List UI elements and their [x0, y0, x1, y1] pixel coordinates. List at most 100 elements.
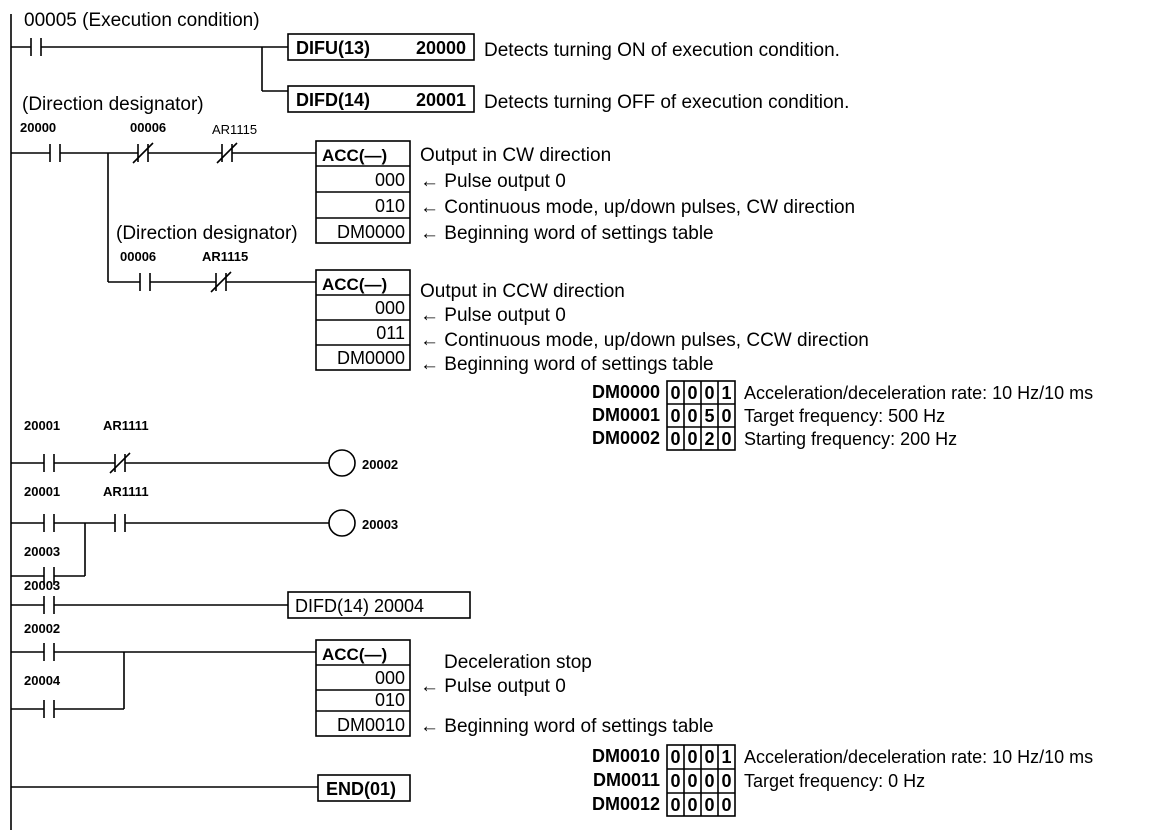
table-digit: 0	[704, 747, 714, 767]
difu-box	[287, 33, 475, 61]
contact-label: AR1115	[202, 249, 248, 264]
contact-label: 00006	[130, 120, 166, 135]
coil-20003	[328, 509, 356, 537]
settings-table-2: DM0010 DM0011 DM0012 0 0 0 1 0 0 0 0 0 0…	[592, 744, 1093, 817]
direction-designator-label: (Direction designator)	[116, 223, 298, 244]
contact-no-20004	[43, 700, 55, 718]
table-digit: 0	[687, 429, 697, 449]
table-digit: 0	[687, 383, 697, 403]
table-row-addr: DM0000	[592, 382, 660, 402]
table-digit: 2	[704, 429, 714, 449]
table-row-addr: DM0010	[592, 746, 660, 766]
acc-label: ACC(—)	[322, 146, 387, 165]
contact-label: AR1111	[103, 484, 149, 499]
table-digit: 1	[721, 383, 731, 403]
acc-block-ccw	[315, 269, 411, 371]
table-digit: 0	[687, 747, 697, 767]
table-digit: 0	[704, 771, 714, 791]
table-digit: 0	[704, 383, 714, 403]
difd-label: DIFD(14)	[296, 90, 370, 110]
contact-label: 20003	[24, 544, 60, 559]
acc-block-decel	[315, 639, 411, 737]
table-digit: 0	[687, 406, 697, 426]
coil-label: 20002	[362, 457, 398, 472]
acc-operand: 000	[375, 668, 405, 688]
end-label: END(01)	[326, 779, 396, 799]
acc-label: ACC(—)	[322, 645, 387, 664]
acc-operand: DM0000	[337, 348, 405, 368]
acc-operand: 010	[375, 690, 405, 710]
acc-note: ← Beginning word of settings table	[420, 354, 714, 375]
table-digit: 0	[670, 771, 680, 791]
table-digit: 0	[721, 429, 731, 449]
contact-label: 20002	[24, 621, 60, 636]
contact-label: 20001	[24, 484, 60, 499]
table-digit: 0	[670, 383, 680, 403]
table-digit: 0	[687, 771, 697, 791]
contact-no-20000	[49, 144, 61, 162]
acc-operand: 010	[375, 196, 405, 216]
difd-box	[287, 85, 475, 113]
contact-label: 20001	[24, 418, 60, 433]
acc-title: Output in CW direction	[420, 145, 611, 166]
table-digit: 0	[687, 795, 697, 815]
acc-note: ← Pulse output 0	[420, 171, 566, 192]
table-row-desc: Acceleration/deceleration rate: 10 Hz/10…	[744, 383, 1093, 403]
contact-no-ar1111	[114, 514, 126, 532]
contact-label: 20003	[24, 578, 60, 593]
table-row-desc: Starting frequency: 200 Hz	[744, 429, 957, 449]
contact-label: AR1111	[103, 418, 149, 433]
settings-table-1: DM0000 DM0001 DM0002 0 0 0 1 0 0 5 0 0 0…	[592, 380, 1093, 451]
contact-no-20002	[43, 643, 55, 661]
table-digit: 1	[721, 747, 731, 767]
table-row-desc: Acceleration/deceleration rate: 10 Hz/10…	[744, 747, 1093, 767]
acc-note: ← Beginning word of settings table	[420, 716, 714, 737]
contact-no-20001	[43, 454, 55, 472]
table-digit: 0	[670, 429, 680, 449]
difu-label: DIFU(13)	[296, 38, 370, 58]
contact-label: 20004	[24, 673, 61, 688]
table-row-desc: Target frequency: 500 Hz	[744, 406, 945, 426]
end-box	[317, 774, 411, 802]
contact-label: AR1115	[212, 122, 257, 137]
difu-operand: 20000	[416, 38, 466, 58]
difd-operand: 20001	[416, 90, 466, 110]
difu-desc: Detects turning ON of execution conditio…	[484, 40, 840, 61]
acc-note: ← Continuous mode, up/down pulses, CW di…	[420, 197, 855, 218]
table-row-addr: DM0001	[592, 405, 660, 425]
difd-20004-box	[287, 591, 471, 619]
acc-operand: 000	[375, 170, 405, 190]
acc-operand: DM0010	[337, 715, 405, 735]
direction-designator-label: (Direction designator)	[22, 94, 204, 115]
acc-operand: DM0000	[337, 222, 405, 242]
difd-desc: Detects turning OFF of execution conditi…	[484, 92, 849, 113]
acc-operand: 000	[375, 298, 405, 318]
acc-note: ← Beginning word of settings table	[420, 223, 714, 244]
contact-no-00005	[30, 38, 42, 56]
acc-title: Deceleration stop	[444, 652, 592, 673]
coil-20002	[328, 449, 356, 477]
contact-label: 20000	[20, 120, 56, 135]
table-row-addr: DM0011	[593, 770, 660, 790]
contact-label: 00006	[120, 249, 156, 264]
table-row-addr: DM0002	[592, 428, 660, 448]
acc-label: ACC(—)	[322, 275, 387, 294]
acc-note: ← Pulse output 0	[420, 676, 566, 697]
table-row-desc: Target frequency: 0 Hz	[744, 771, 925, 791]
table-row-addr: DM0012	[592, 794, 660, 814]
table-digit: 0	[704, 795, 714, 815]
table-digit: 0	[721, 771, 731, 791]
acc-block-cw	[315, 140, 411, 244]
acc-operand: 011	[376, 323, 405, 343]
table-digit: 0	[721, 795, 731, 815]
difd-20004-label: DIFD(14) 20004	[295, 596, 424, 616]
acc-note: ← Pulse output 0	[420, 305, 566, 326]
contact-no-20001	[43, 514, 55, 532]
table-digit: 0	[721, 406, 731, 426]
acc-note: ← Continuous mode, up/down pulses, CCW d…	[420, 330, 869, 351]
coil-label: 20003	[362, 517, 398, 532]
table-digit: 0	[670, 747, 680, 767]
table-digit: 0	[670, 406, 680, 426]
